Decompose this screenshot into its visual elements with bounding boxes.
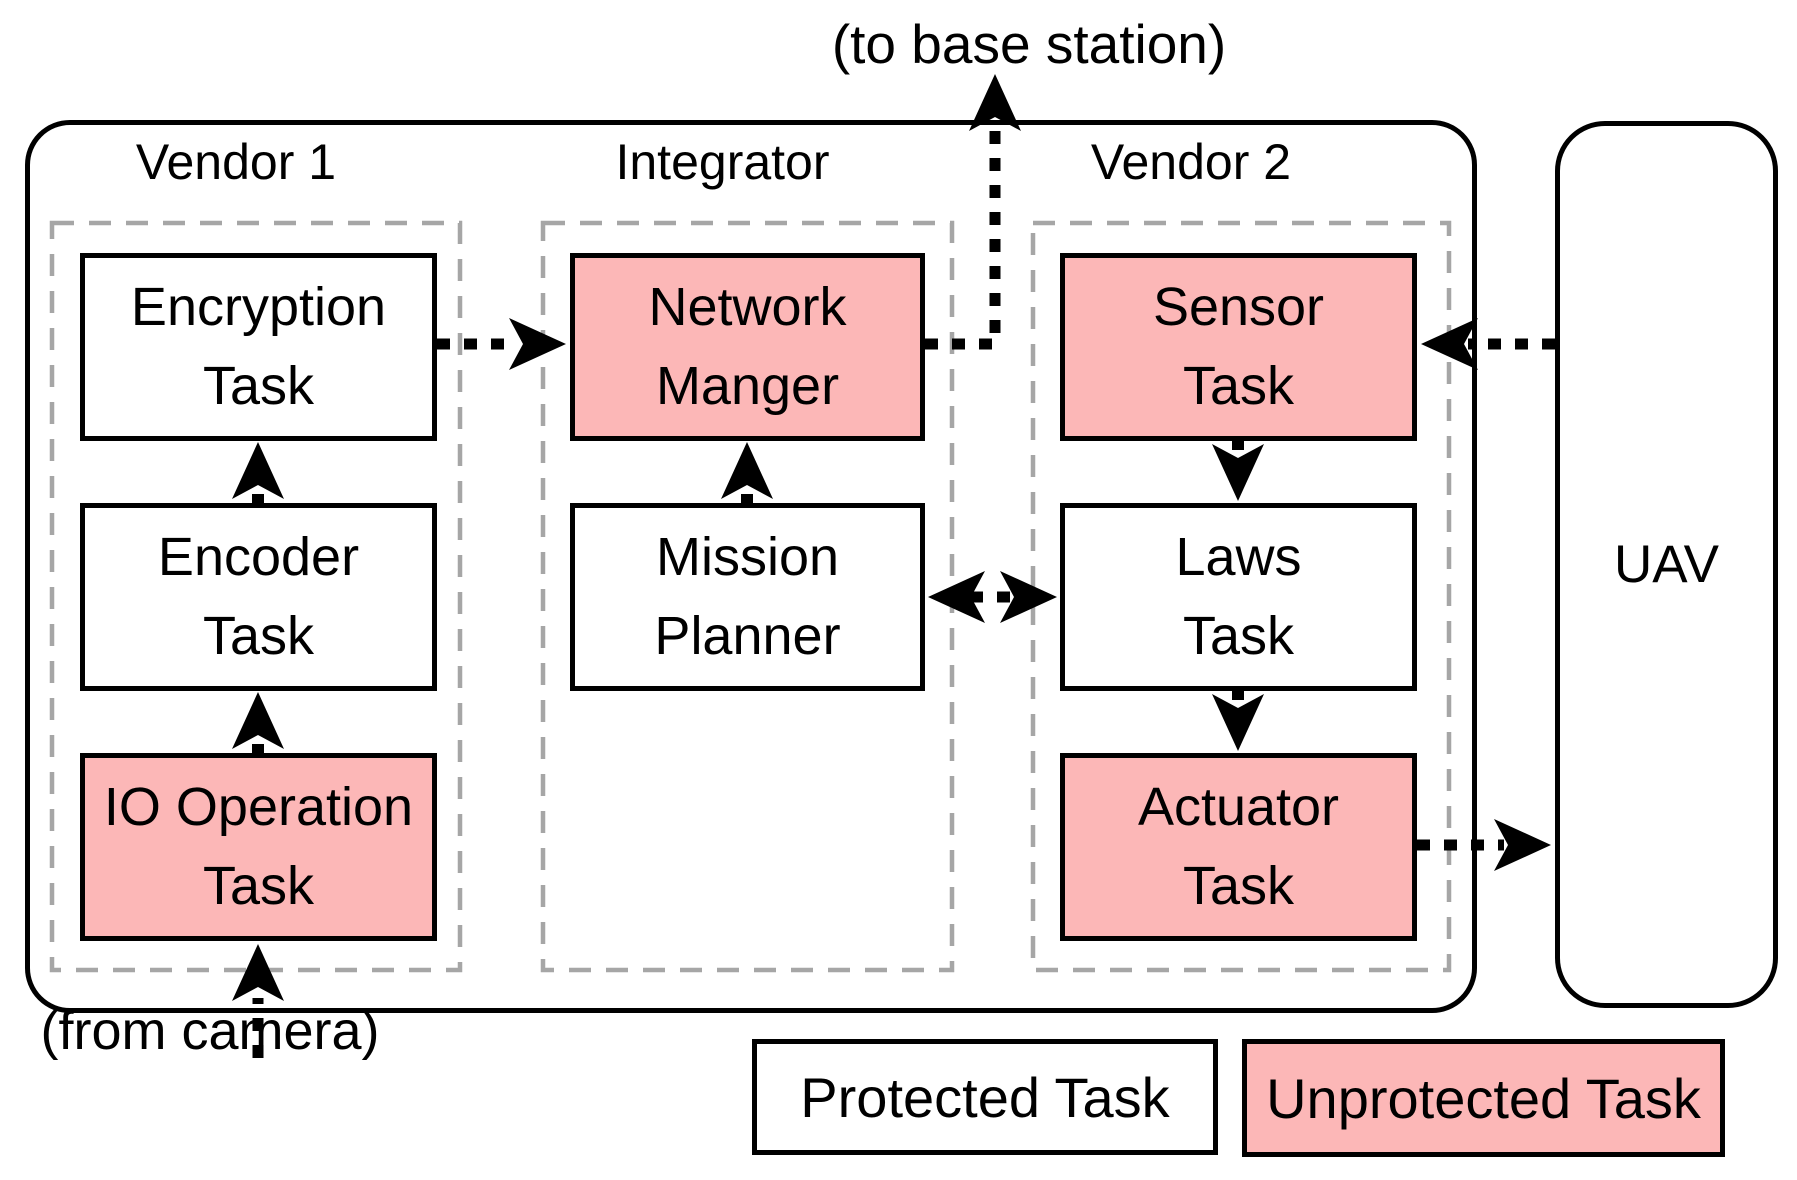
task-box-encryption: Encryption Task: [80, 253, 437, 441]
group-label-vendor-2: Vendor 2: [1090, 134, 1292, 190]
from-camera-label: (from camera): [40, 1001, 380, 1061]
task-box-sensor: Sensor Task: [1060, 253, 1417, 441]
task-box-actuator: Actuator Task: [1060, 753, 1417, 941]
legend-protected-label: Protected Task: [800, 1065, 1170, 1129]
task-box-mission_planner: Mission Planner: [570, 503, 925, 691]
task-box-network_manager: Network Manger: [570, 253, 925, 441]
legend-unprotected-task: Unprotected Task: [1242, 1039, 1725, 1157]
uav-box: UAV: [1555, 121, 1778, 1008]
group-label-vendor-1: Vendor 1: [135, 134, 337, 190]
system-boundary-box: [25, 120, 1477, 1013]
uav-label: UAV: [1613, 535, 1720, 594]
task-box-encoder: Encoder Task: [80, 503, 437, 691]
legend-protected-task: Protected Task: [752, 1039, 1218, 1155]
group-label-integrator: Integrator: [615, 134, 830, 190]
legend-unprotected-label: Unprotected Task: [1266, 1066, 1701, 1130]
task-box-io_operation: IO Operation Task: [80, 753, 437, 941]
to-base-station-label: (to base station): [831, 13, 1227, 75]
task-box-laws: Laws Task: [1060, 503, 1417, 691]
arrowhead-icon: [1494, 819, 1551, 871]
